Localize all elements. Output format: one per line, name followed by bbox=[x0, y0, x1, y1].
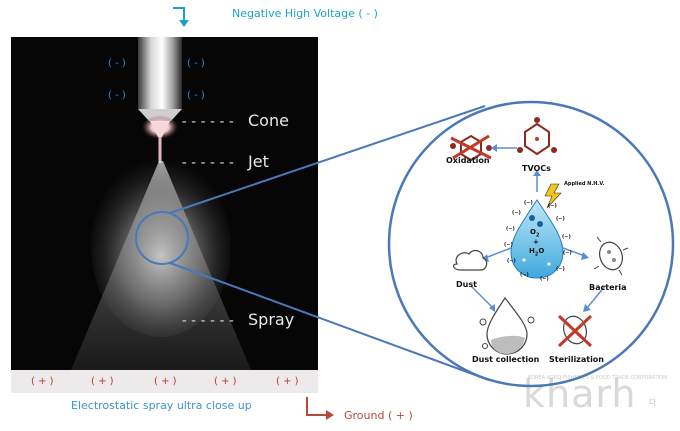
droplet-charge-6: (−) bbox=[540, 276, 549, 282]
sterilization-label: Sterilization bbox=[549, 355, 604, 364]
tvocs-label: TVOCs bbox=[522, 164, 551, 173]
oxidation-molecule-icon bbox=[450, 134, 492, 162]
voltage-arrow-icon bbox=[173, 7, 189, 27]
h2o-formula: H2O bbox=[529, 247, 545, 258]
droplet-charge-2: (−) bbox=[506, 226, 515, 232]
nozzle-spray-illustration bbox=[71, 37, 251, 370]
droplet-charge-7: (−) bbox=[556, 266, 565, 272]
watermark-tagline: KOREA AGRO-FISHERIES & FOOD TRADE CORPOR… bbox=[528, 375, 667, 381]
ground-arrow-icon bbox=[306, 397, 334, 420]
plus-charge-2: ( + ) bbox=[91, 376, 114, 387]
watermark-logo: kharh bbox=[523, 372, 637, 416]
tvocs-molecule-icon bbox=[517, 117, 557, 156]
ground-label: Ground ( + ) bbox=[344, 409, 413, 422]
jet-label: Jet bbox=[248, 152, 269, 171]
ground-strip bbox=[11, 370, 318, 393]
plus-charge-1: ( + ) bbox=[31, 376, 54, 387]
electrostatic-spray-caption: Electrostatic spray ultra close up bbox=[71, 399, 252, 412]
droplet-charge-3: (−) bbox=[504, 242, 513, 248]
dust-cloud-icon bbox=[452, 249, 488, 271]
water-droplet-icon bbox=[510, 199, 564, 279]
droplet-charge-11: (−) bbox=[524, 200, 533, 206]
minus-charge-2: ( - ) bbox=[187, 58, 205, 69]
dust-collection-label: Dust collection bbox=[472, 355, 540, 364]
spray-dashes: ------ bbox=[180, 313, 237, 329]
o2-formula: O2 bbox=[530, 228, 540, 239]
droplet-charge-12: (−) bbox=[548, 203, 557, 209]
mechanism-inset bbox=[450, 117, 629, 355]
minus-charge-1: ( - ) bbox=[108, 58, 126, 69]
negative-high-voltage-label: Negative High Voltage ( - ) bbox=[232, 7, 378, 20]
cone-dashes: ------ bbox=[180, 114, 237, 130]
plus-charge-4: ( + ) bbox=[214, 376, 237, 387]
droplet-charge-8: (−) bbox=[563, 250, 572, 256]
jet-dashes: ------ bbox=[180, 155, 237, 171]
droplet-charge-10: (−) bbox=[556, 216, 565, 222]
minus-charge-3: ( - ) bbox=[108, 90, 126, 101]
watermark-end: 다 bbox=[649, 398, 657, 407]
plus-charge-3: ( + ) bbox=[154, 376, 177, 387]
sterilization-icon bbox=[557, 314, 593, 348]
plus-formula: + bbox=[533, 238, 539, 246]
droplet-charge-4: (−) bbox=[507, 258, 516, 264]
electrospray-photo bbox=[11, 37, 318, 370]
applied-nhv-label: Applied N.H.V. bbox=[564, 181, 605, 187]
dust-label: Dust bbox=[456, 280, 477, 289]
plus-charge-5: ( + ) bbox=[276, 376, 299, 387]
lightning-icon bbox=[544, 183, 562, 209]
oxidation-label: Oxidation bbox=[446, 156, 490, 165]
cone-label: Cone bbox=[248, 111, 289, 130]
dust-collection-icon bbox=[479, 296, 535, 355]
minus-charge-4: ( - ) bbox=[187, 90, 205, 101]
bacteria-label: Bacteria bbox=[589, 283, 627, 292]
droplet-charge-1: (−) bbox=[512, 210, 521, 216]
spray-label: Spray bbox=[248, 310, 295, 329]
droplet-charge-9: (−) bbox=[562, 234, 571, 240]
bacteria-icon bbox=[593, 236, 629, 276]
droplet-charge-5: (−) bbox=[520, 272, 529, 278]
